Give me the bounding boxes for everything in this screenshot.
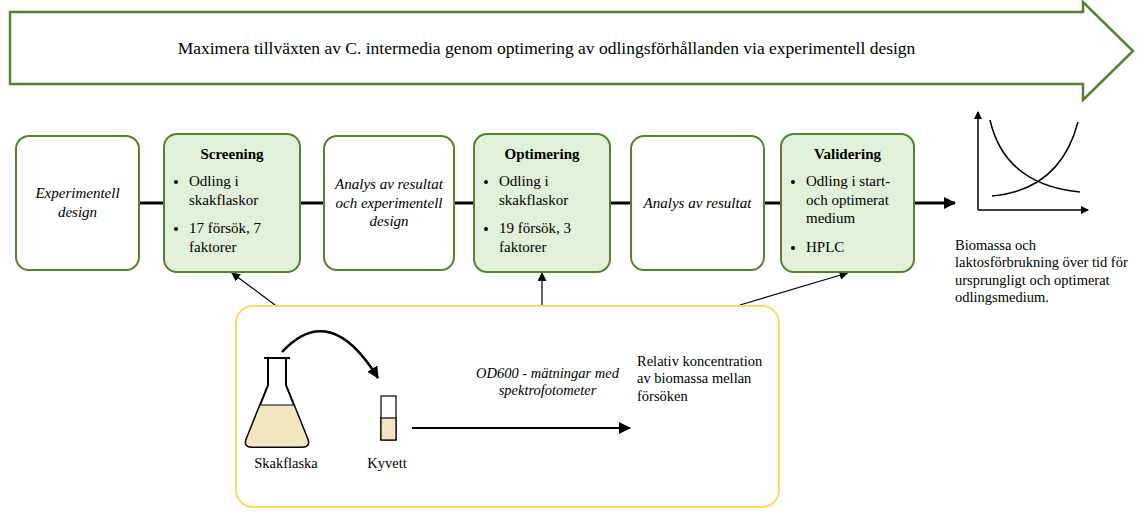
bullet-item: HPLC bbox=[806, 238, 905, 257]
analysis-box: Analys av resultat bbox=[630, 135, 765, 271]
analysis-box: Experimentell design bbox=[15, 135, 140, 271]
analysis-box: Analys av resultat och experimentell des… bbox=[323, 135, 455, 271]
step-note: Relativ koncentration av biomassa mellan… bbox=[637, 353, 775, 405]
chart-caption: Biomassa och laktosförbrukning över tid … bbox=[955, 237, 1133, 307]
cuvette bbox=[381, 396, 396, 440]
bullet-list: Odling i skakflaskor 19 försök, 3 faktore… bbox=[483, 172, 601, 267]
step-box: ValideringOdling i start- och optimerat … bbox=[780, 133, 915, 273]
result-chart bbox=[978, 112, 1088, 210]
box-text: Analys av resultat och experimentell des… bbox=[333, 175, 445, 231]
bullet-item: 17 försök, 7 faktorer bbox=[189, 219, 291, 257]
flow-line bbox=[765, 202, 780, 205]
measure-arrow bbox=[412, 427, 630, 429]
goal-arrow: Maximera tillväxten av C. intermedia gen… bbox=[8, 0, 1135, 102]
step-box: ScreeningOdling i skakflaskor 17 försök, … bbox=[163, 133, 301, 273]
measurement-box: Skakflaska Kyvett OD600 - mätningar med sp… bbox=[235, 305, 780, 508]
measure-arrow bbox=[740, 273, 848, 305]
bullet-list: Odling i start- och optimerat mediumHPLC bbox=[790, 172, 905, 267]
step-heading: Validering bbox=[790, 145, 905, 164]
flow-line bbox=[301, 202, 323, 205]
flow-line bbox=[455, 202, 473, 205]
goal-text: Maximera tillväxten av C. intermedia gen… bbox=[18, 12, 1075, 84]
step-heading: Screening bbox=[173, 145, 291, 164]
step-heading: Optimering bbox=[483, 145, 601, 164]
box-text: Experimentell design bbox=[25, 184, 130, 222]
transfer-arrow bbox=[282, 331, 378, 378]
bullet-item: Odling i skakflaskor bbox=[499, 172, 601, 210]
bullet-item: Odling i start- och optimerat medium bbox=[806, 172, 905, 228]
measure-arrow bbox=[541, 273, 542, 305]
step-box: OptimeringOdling i skakflaskor 19 försök,… bbox=[473, 133, 611, 273]
step-note: OD600 - mätningar med spektrofotometer bbox=[465, 365, 630, 400]
bullet-item: 19 försök, 3 faktorer bbox=[499, 219, 601, 257]
measure-arrow bbox=[232, 273, 275, 305]
item-label: Skakflaska bbox=[241, 455, 331, 472]
flow-line bbox=[140, 202, 163, 205]
item-label: Kyvett bbox=[357, 455, 417, 472]
box-text: Analys av resultat bbox=[644, 194, 752, 213]
bullet-list: Odling i skakflaskor 17 försök, 7 faktore… bbox=[173, 172, 291, 267]
flow-arrow bbox=[915, 202, 955, 205]
shake-flask bbox=[246, 358, 309, 447]
bullet-item: Odling i skakflaskor bbox=[189, 172, 291, 210]
flow-line bbox=[611, 202, 630, 205]
